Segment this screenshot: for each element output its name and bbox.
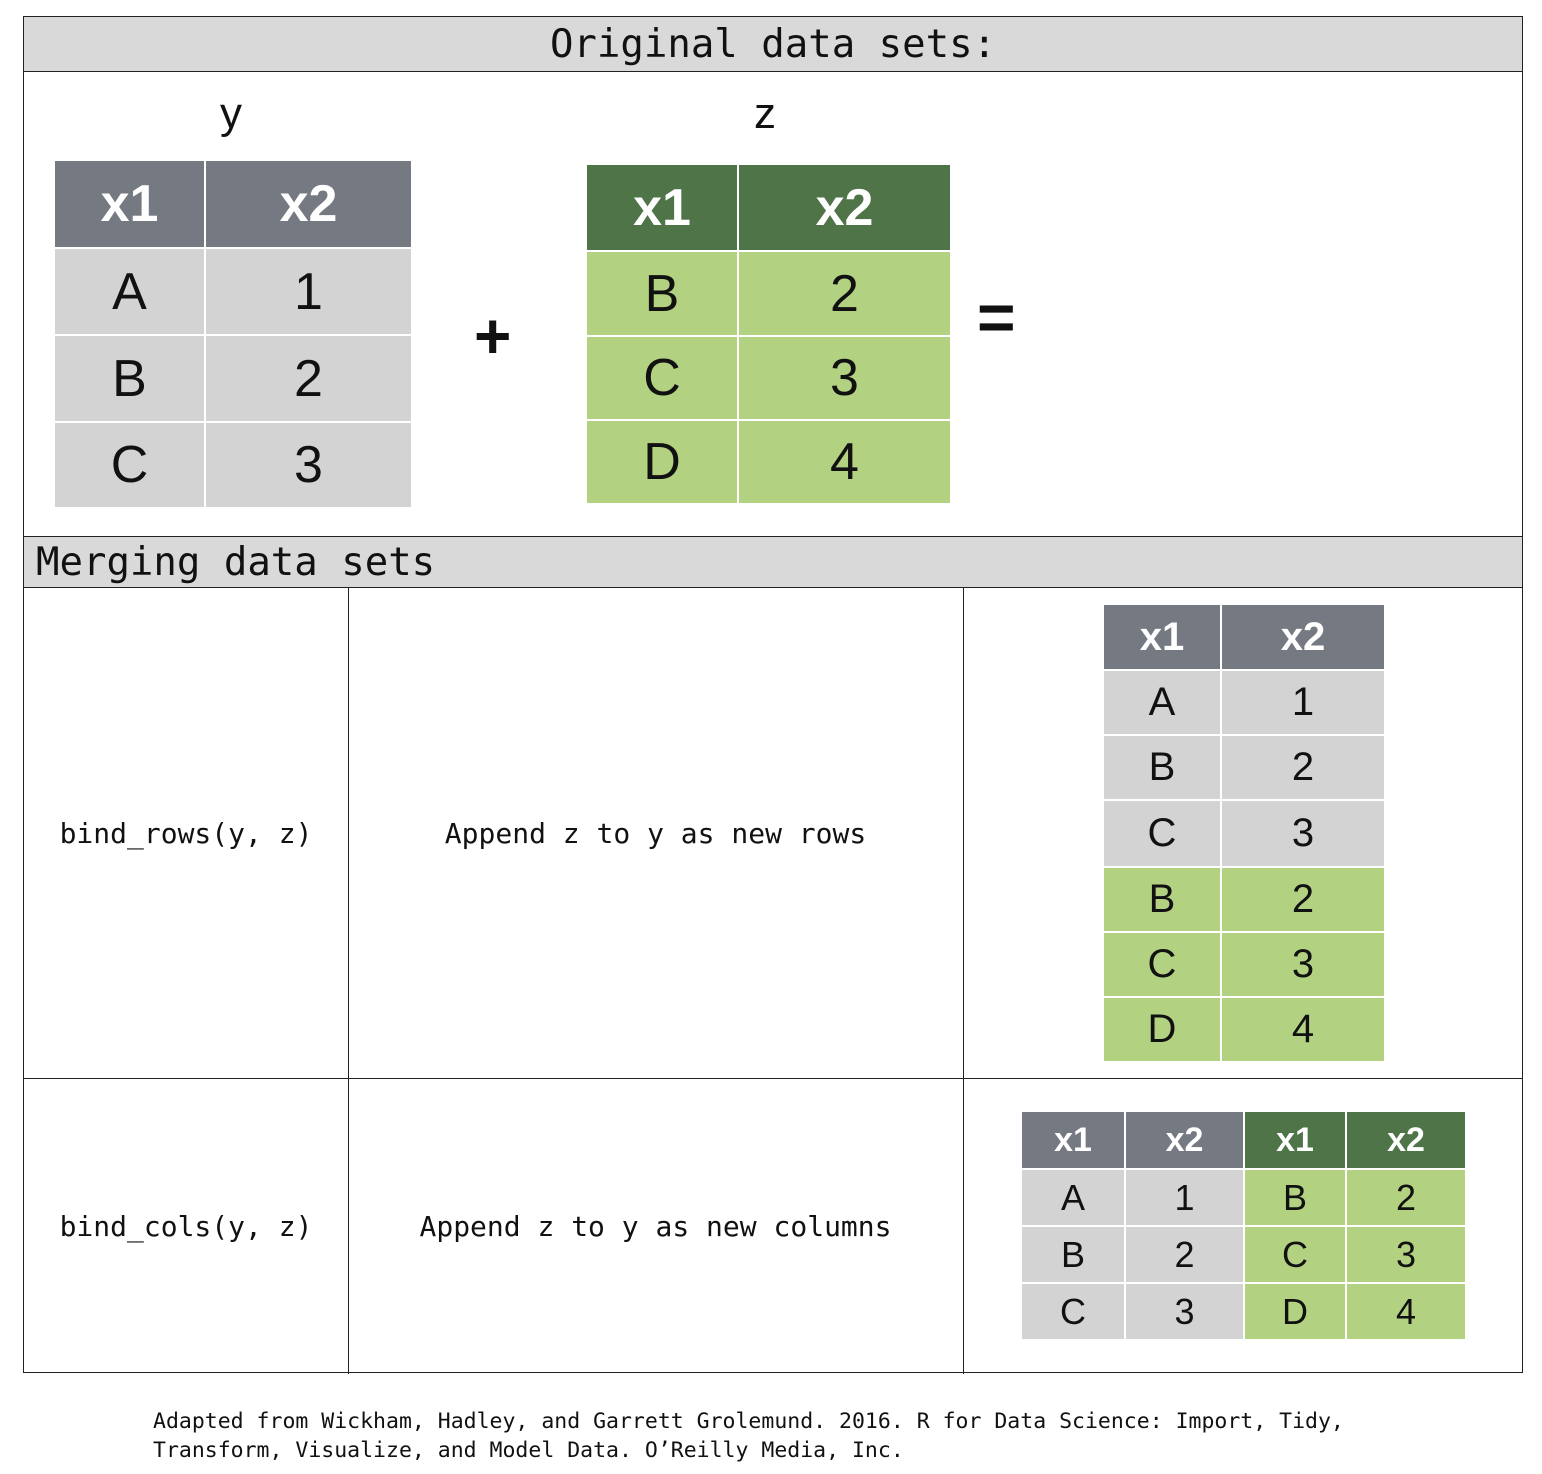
result-cell: 4 <box>1221 997 1384 1061</box>
z-cell: 4 <box>738 420 950 503</box>
z-table: x1 x2 B 2 C 3 D 4 <box>587 165 950 503</box>
z-col-x1: x1 <box>587 165 739 252</box>
diagram-frame: Original data sets: y z x1 x2 A 1 B 2 C … <box>23 16 1523 1374</box>
result-col-x2: x2 <box>1346 1112 1465 1170</box>
result-cell: 2 <box>1221 735 1384 801</box>
bind-cols-description: Append z to y as new columns <box>419 1210 892 1243</box>
result-cell: A <box>1104 670 1222 736</box>
original-title: Original data sets: <box>549 22 997 67</box>
result-col-x2: x2 <box>1221 605 1384 671</box>
bind-rows-function: bind_rows(y, z) <box>59 817 313 850</box>
column-divider <box>348 588 349 1374</box>
result-cell: C <box>1104 800 1222 868</box>
result-cell: 3 <box>1125 1283 1245 1339</box>
y-col-x1: x1 <box>55 161 206 249</box>
result-cell: 4 <box>1346 1283 1465 1339</box>
merging-title: Merging data sets <box>36 540 436 585</box>
z-cell: C <box>587 336 739 421</box>
result-cell: 2 <box>1346 1169 1465 1227</box>
result-cell: B <box>1244 1169 1347 1227</box>
result-col-x1: x1 <box>1104 605 1222 671</box>
result-cell: 3 <box>1221 800 1384 868</box>
column-divider <box>963 588 964 1374</box>
row-divider <box>24 1078 1522 1079</box>
result-cell: 1 <box>1125 1169 1245 1227</box>
merging-header-band: Merging data sets <box>24 536 1522 588</box>
bind-rows-result-table: x1 x2 A 1 B 2 C 3 B 2 C 3 <box>1104 605 1384 1061</box>
result-cell: B <box>1104 867 1222 933</box>
bind-cols-function: bind_cols(y, z) <box>59 1210 313 1243</box>
y-cell: 2 <box>205 335 411 423</box>
z-label: z <box>754 89 776 138</box>
result-cell: 3 <box>1346 1226 1465 1284</box>
y-cell: 3 <box>205 422 411 507</box>
result-cell: B <box>1104 735 1222 801</box>
citation-footer: Adapted from Wickham, Hadley, and Garret… <box>153 1407 1453 1465</box>
result-cell: 2 <box>1125 1226 1245 1284</box>
original-header-band: Original data sets: <box>24 17 1522 72</box>
citation-line: Adapted from Wickham, Hadley, and Garret… <box>153 1409 1344 1434</box>
result-col-x2: x2 <box>1125 1112 1245 1170</box>
y-col-x2: x2 <box>205 161 411 249</box>
y-cell: 1 <box>205 248 411 336</box>
z-cell: 2 <box>738 251 950 337</box>
result-cell: D <box>1244 1283 1347 1339</box>
z-cell: B <box>587 251 739 337</box>
y-cell: B <box>55 335 206 423</box>
y-label: y <box>220 89 242 138</box>
y-table: x1 x2 A 1 B 2 C 3 <box>55 161 411 507</box>
result-cell: 3 <box>1221 932 1384 998</box>
bind-rows-description: Append z to y as new rows <box>444 817 867 850</box>
y-cell: C <box>55 422 206 507</box>
result-cell: C <box>1104 932 1222 998</box>
result-col-x1: x1 <box>1022 1112 1126 1170</box>
result-cell: D <box>1104 997 1222 1061</box>
plus-sign: + <box>474 300 512 372</box>
citation-line: Transform, Visualize, and Model Data. O’… <box>153 1438 904 1463</box>
result-cell: A <box>1022 1169 1126 1227</box>
result-cell: C <box>1244 1226 1347 1284</box>
result-cell: B <box>1022 1226 1126 1284</box>
bind-cols-result-table: x1 x2 x1 x2 A 1 B 2 B 2 C 3 C 3 D <box>1022 1112 1465 1339</box>
equals-sign: = <box>977 280 1016 354</box>
z-cell: D <box>587 420 739 503</box>
result-cell: 1 <box>1221 670 1384 736</box>
result-cell: 2 <box>1221 867 1384 933</box>
z-cell: 3 <box>738 336 950 421</box>
y-cell: A <box>55 248 206 336</box>
z-col-x2: x2 <box>738 165 950 252</box>
result-col-x1: x1 <box>1244 1112 1347 1170</box>
result-cell: C <box>1022 1283 1126 1339</box>
